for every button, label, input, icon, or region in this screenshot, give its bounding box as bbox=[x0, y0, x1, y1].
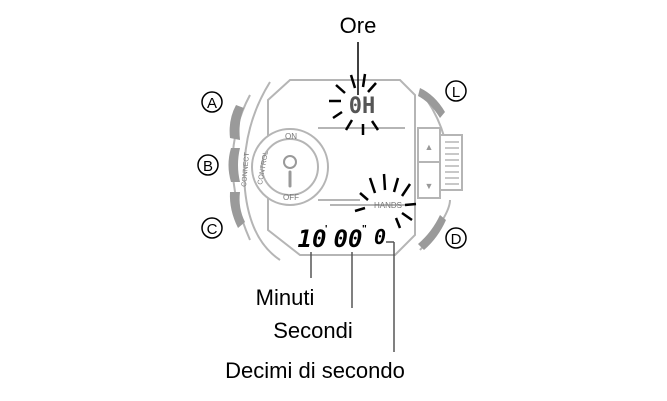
button-l-shape[interactable] bbox=[418, 88, 445, 118]
crown[interactable] bbox=[439, 134, 463, 191]
button-b-shape[interactable] bbox=[228, 148, 241, 182]
label-tenths: Decimi di secondo bbox=[225, 358, 405, 383]
button-a-label: A bbox=[201, 91, 223, 113]
button-d-shape[interactable] bbox=[418, 215, 446, 250]
button-c-shape[interactable] bbox=[229, 192, 245, 228]
dial-off-label: OFF bbox=[283, 193, 299, 202]
svg-text:D: D bbox=[451, 231, 462, 248]
svg-text:": " bbox=[362, 224, 367, 235]
hour-flash-rays bbox=[329, 73, 380, 135]
tenths-display: 0 bbox=[374, 225, 386, 249]
button-c-label: C bbox=[201, 217, 223, 239]
hour-display: 0H bbox=[349, 94, 376, 119]
button-d-label: D bbox=[445, 227, 467, 249]
hands-flash-rays bbox=[354, 173, 417, 229]
dial-on-label: ON bbox=[285, 132, 297, 141]
button-b-label: B bbox=[197, 154, 219, 176]
svg-text:': ' bbox=[325, 224, 327, 235]
svg-text:C: C bbox=[207, 221, 218, 238]
down-arrow-icon: ▼ bbox=[425, 181, 434, 191]
watch-face-outline bbox=[267, 79, 416, 256]
label-hours: Ore bbox=[340, 13, 377, 38]
connect-label: CONNECT bbox=[241, 151, 251, 187]
svg-text:L: L bbox=[452, 84, 460, 101]
svg-text:B: B bbox=[203, 158, 213, 175]
button-l-label: L bbox=[445, 80, 467, 102]
label-seconds: Secondi bbox=[273, 318, 353, 343]
label-minutes: Minuti bbox=[256, 285, 315, 310]
dial-center-icon bbox=[283, 155, 297, 169]
button-a-shape[interactable] bbox=[229, 105, 244, 140]
svg-text:A: A bbox=[207, 95, 217, 112]
minutes-display: 10 bbox=[298, 225, 327, 253]
up-arrow-icon: ▲ bbox=[425, 142, 434, 152]
seconds-display: 00 bbox=[334, 225, 363, 253]
hands-indicator: HANDS bbox=[374, 201, 402, 210]
